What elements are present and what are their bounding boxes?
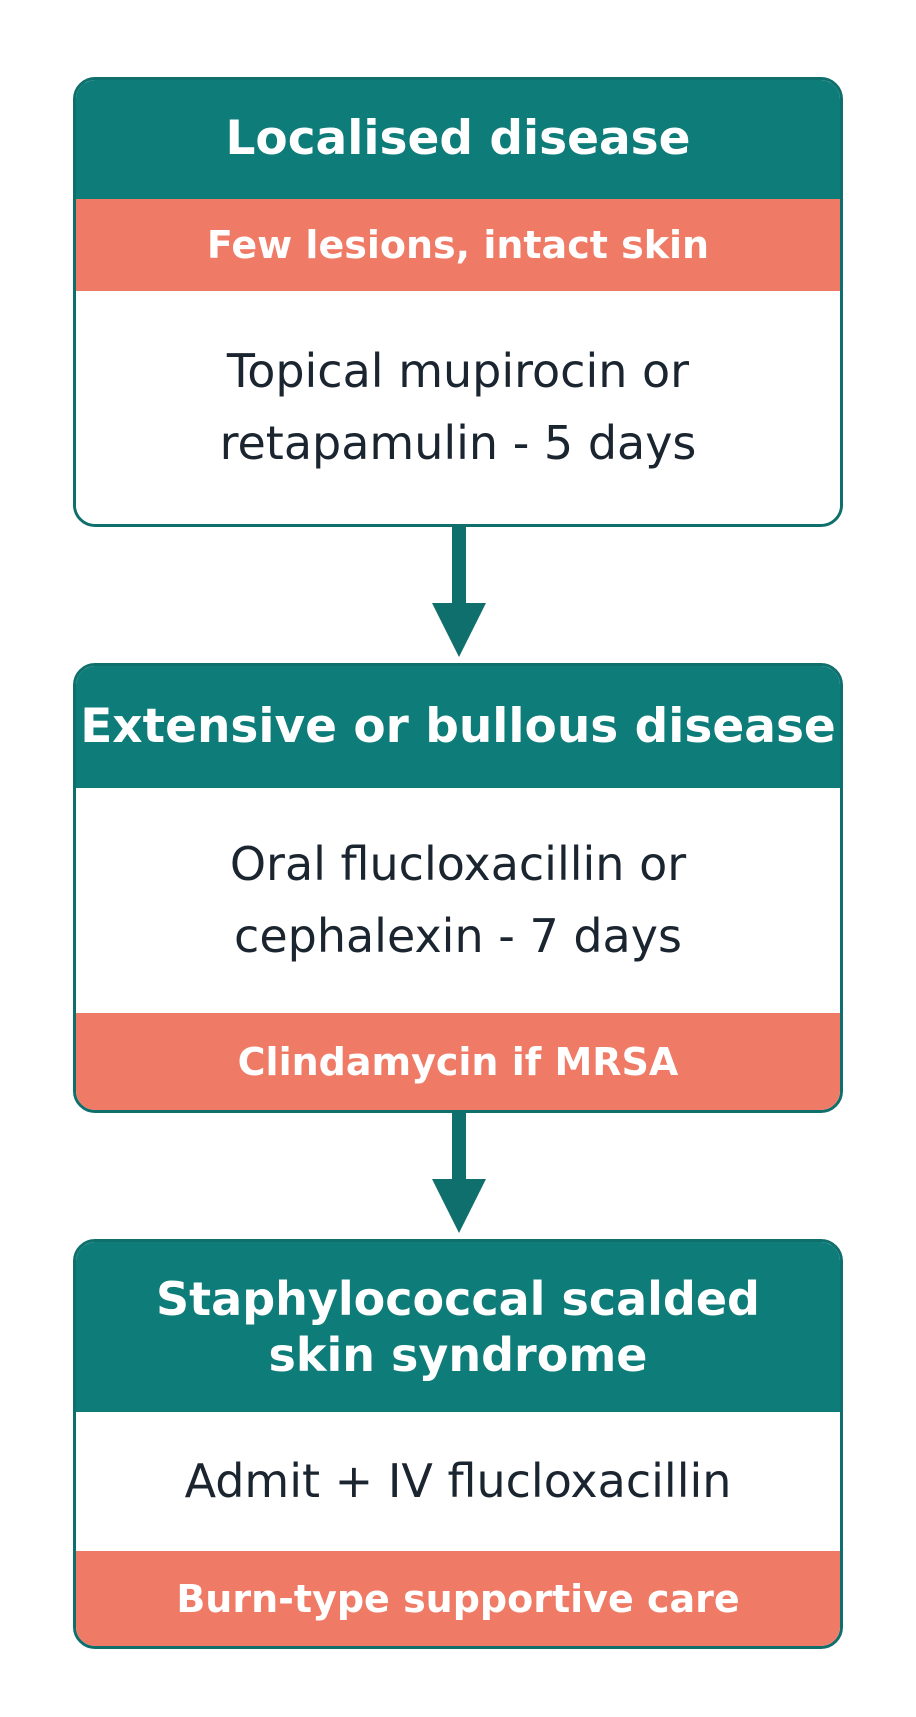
step-treatment: Oral flucloxacillin or cephalexin - 7 da… bbox=[76, 788, 840, 1013]
step-supportive-note: Burn-type supportive care bbox=[76, 1551, 840, 1646]
treatment-line: cephalexin - 7 days bbox=[234, 908, 682, 963]
treatment-line: Topical mupirocin or bbox=[226, 344, 690, 399]
title-line: skin syndrome bbox=[268, 1328, 648, 1382]
step-treatment: Topical mupirocin or retapamulin - 5 day… bbox=[76, 291, 840, 524]
step-criteria-note: Few lesions, intact skin bbox=[76, 199, 840, 291]
treatment-line: Oral flucloxacillin or bbox=[229, 837, 687, 892]
step-title: Extensive or bullous disease bbox=[76, 666, 840, 788]
step-title: Staphylococcal scalded skin syndrome bbox=[76, 1242, 840, 1412]
step-treatment: Admit + IV flucloxacillin bbox=[76, 1412, 840, 1551]
step-ssss: Staphylococcal scalded skin syndrome Adm… bbox=[73, 1239, 843, 1649]
title-line: Staphylococcal scalded bbox=[156, 1271, 760, 1326]
step-localised-disease: Localised disease Few lesions, intact sk… bbox=[73, 77, 843, 527]
arrow-down-icon bbox=[432, 1113, 486, 1233]
treatment-line: retapamulin - 5 days bbox=[219, 415, 697, 470]
arrow-down-icon bbox=[432, 527, 486, 657]
step-title: Localised disease bbox=[76, 80, 840, 199]
step-alternative-note: Clindamycin if MRSA bbox=[76, 1013, 840, 1110]
step-extensive-disease: Extensive or bullous disease Oral fluclo… bbox=[73, 663, 843, 1113]
